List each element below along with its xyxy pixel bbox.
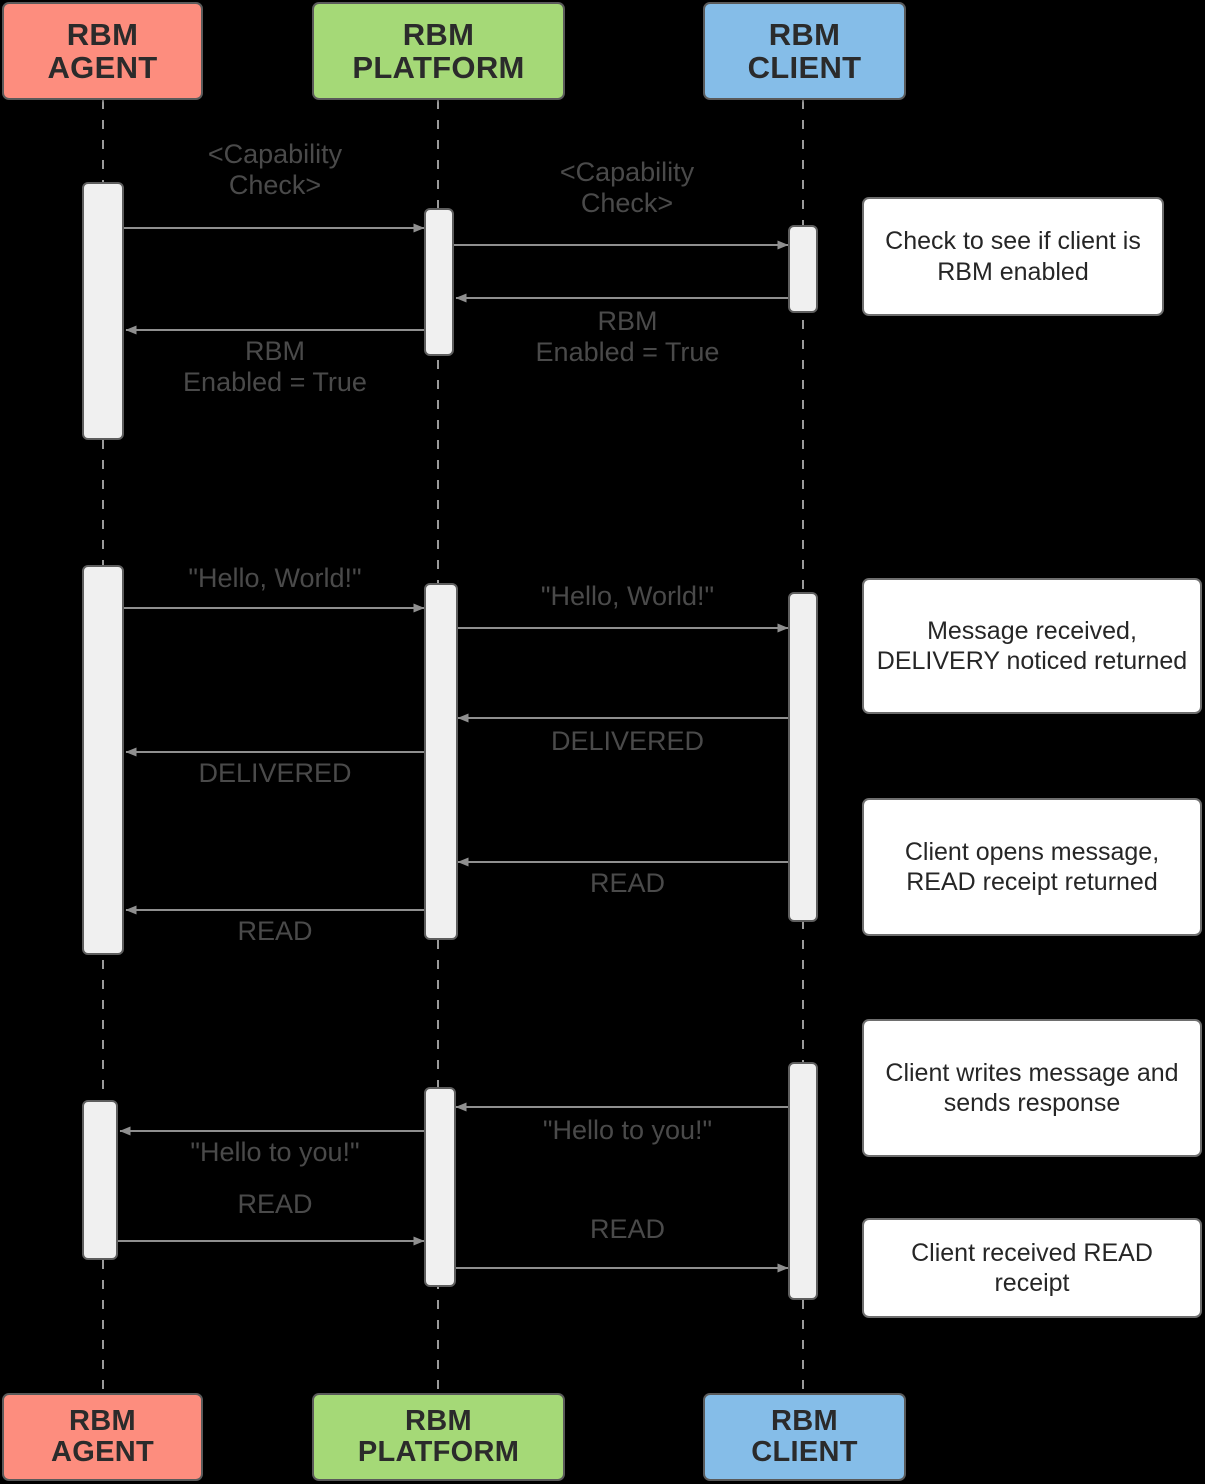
participant-title-line2: AGENT	[51, 1436, 154, 1468]
note-note1: Check to see if client is RBM enabled	[862, 197, 1164, 316]
note-text: Client received READ receipt	[911, 1238, 1153, 1298]
participant-title-line1: RBM	[69, 1404, 136, 1437]
participant-title-line1: RBM	[402, 16, 475, 52]
activation-bar-platform-act-2	[424, 583, 458, 940]
message-arrows-group	[118, 223, 789, 1273]
activation-bar-platform-act-3	[424, 1087, 456, 1287]
participant-title-line2: CLIENT	[751, 1436, 858, 1468]
participant-title-line2: PLATFORM	[352, 50, 525, 85]
note-text: Client opens message, READ receipt retur…	[904, 837, 1160, 897]
note-note5: Client received READ receipt	[862, 1218, 1202, 1318]
participant-title-line2: PLATFORM	[357, 1436, 520, 1468]
activation-bar-client-act-3	[788, 1062, 818, 1300]
activation-bar-platform-act-1	[424, 208, 454, 356]
participant-title-line1: RBM	[405, 1404, 472, 1437]
activation-bar-agent-act-1	[82, 182, 124, 440]
activation-bar-agent-act-3	[82, 1100, 118, 1260]
note-note2: Message received, DELIVERY noticed retur…	[862, 578, 1202, 714]
note-text: Check to see if client is RBM enabled	[885, 227, 1141, 286]
note-note3: Client opens message, READ receipt retur…	[862, 798, 1202, 936]
activation-bar-client-act-1	[788, 225, 818, 313]
activation-bar-client-act-2	[788, 592, 818, 922]
participant-title-line1: RBM	[771, 1404, 838, 1437]
activation-bar-agent-act-2	[82, 565, 124, 955]
participant-title-line1: RBM	[768, 16, 841, 52]
participant-title-line2: AGENT	[47, 50, 158, 85]
note-text: Message received, DELIVERY noticed retur…	[876, 616, 1188, 676]
participant-title-line1: RBM	[66, 16, 139, 52]
participant-title-line2: CLIENT	[747, 50, 862, 85]
note-text: Client writes message and sends response	[885, 1058, 1179, 1118]
note-note4: Client writes message and sends response	[862, 1019, 1202, 1157]
